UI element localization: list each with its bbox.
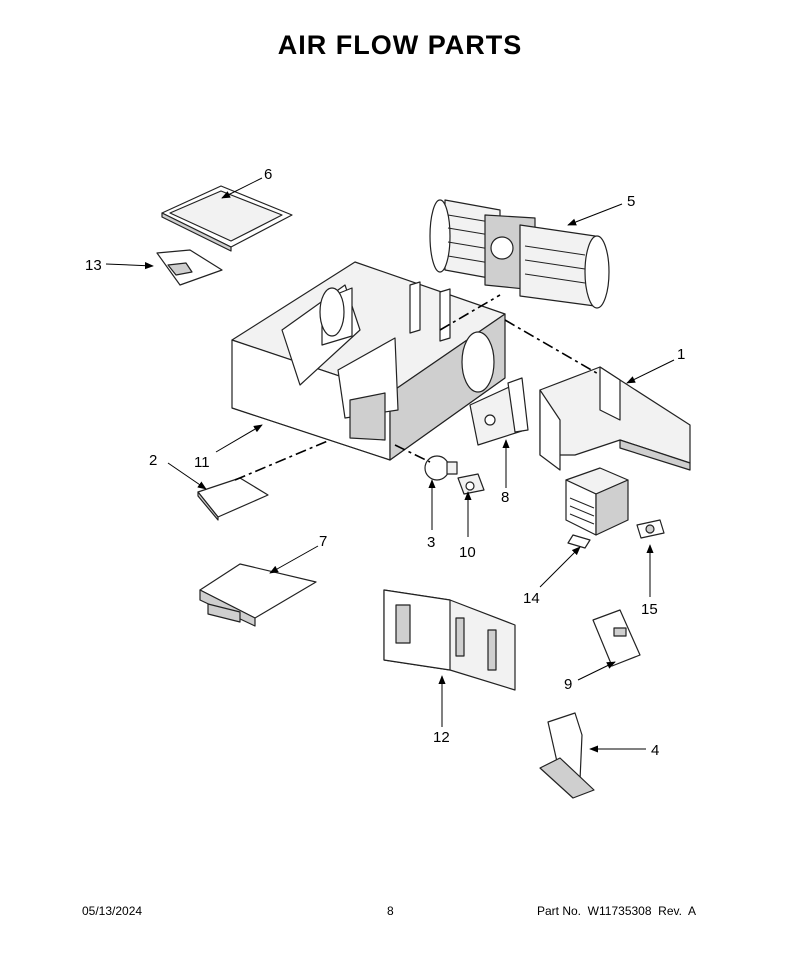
footer-part-number: Part No. W11735308 Rev. A (537, 904, 696, 918)
callout-6: 6 (264, 166, 272, 183)
footer-date: 05/13/2024 (82, 904, 143, 918)
callout-12: 12 (433, 729, 450, 746)
part-7-baffle-plate (199, 563, 317, 627)
callout-9: 9 (564, 676, 572, 693)
part-15-thermal-fuse (636, 519, 665, 539)
callout-15: 15 (641, 601, 658, 618)
part-4-vent-guide (539, 712, 595, 799)
page-title: AIR FLOW PARTS (277, 30, 523, 60)
callout-5: 5 (627, 193, 635, 210)
part-9-control-board (592, 609, 641, 667)
part-1-air-duct (539, 366, 691, 471)
callout-13: 13 (85, 257, 102, 274)
footer-page-number: 8 (387, 904, 394, 918)
callout-1: 1 (677, 346, 685, 363)
part-5-blower-motor (429, 199, 610, 309)
part-12-side-panel (383, 589, 516, 691)
part-8-bracket (469, 377, 529, 446)
callout-3: 3 (427, 534, 435, 551)
part-3-lamp-bulb (424, 455, 458, 481)
callout-11: 11 (194, 454, 210, 471)
assembly-lines (234, 294, 601, 481)
callout-10: 10 (459, 544, 476, 561)
leader-arrows (105, 177, 675, 753)
callout-7: 7 (319, 533, 327, 550)
callout-2: 2 (149, 452, 157, 469)
callout-14: 14 (523, 590, 540, 607)
part-6-filter-frame (161, 185, 293, 252)
part-10-lamp-socket (457, 473, 485, 495)
part-11-base-housing (231, 261, 506, 461)
part-13-vent-plate (156, 249, 223, 286)
part-14-transformer (565, 467, 629, 549)
callout-8: 8 (501, 489, 509, 506)
part-2-cover-plate (197, 477, 269, 521)
callout-labels: 6 13 5 1 2 11 3 10 8 7 14 15 9 12 4 (85, 166, 685, 759)
callout-4: 4 (651, 742, 659, 759)
